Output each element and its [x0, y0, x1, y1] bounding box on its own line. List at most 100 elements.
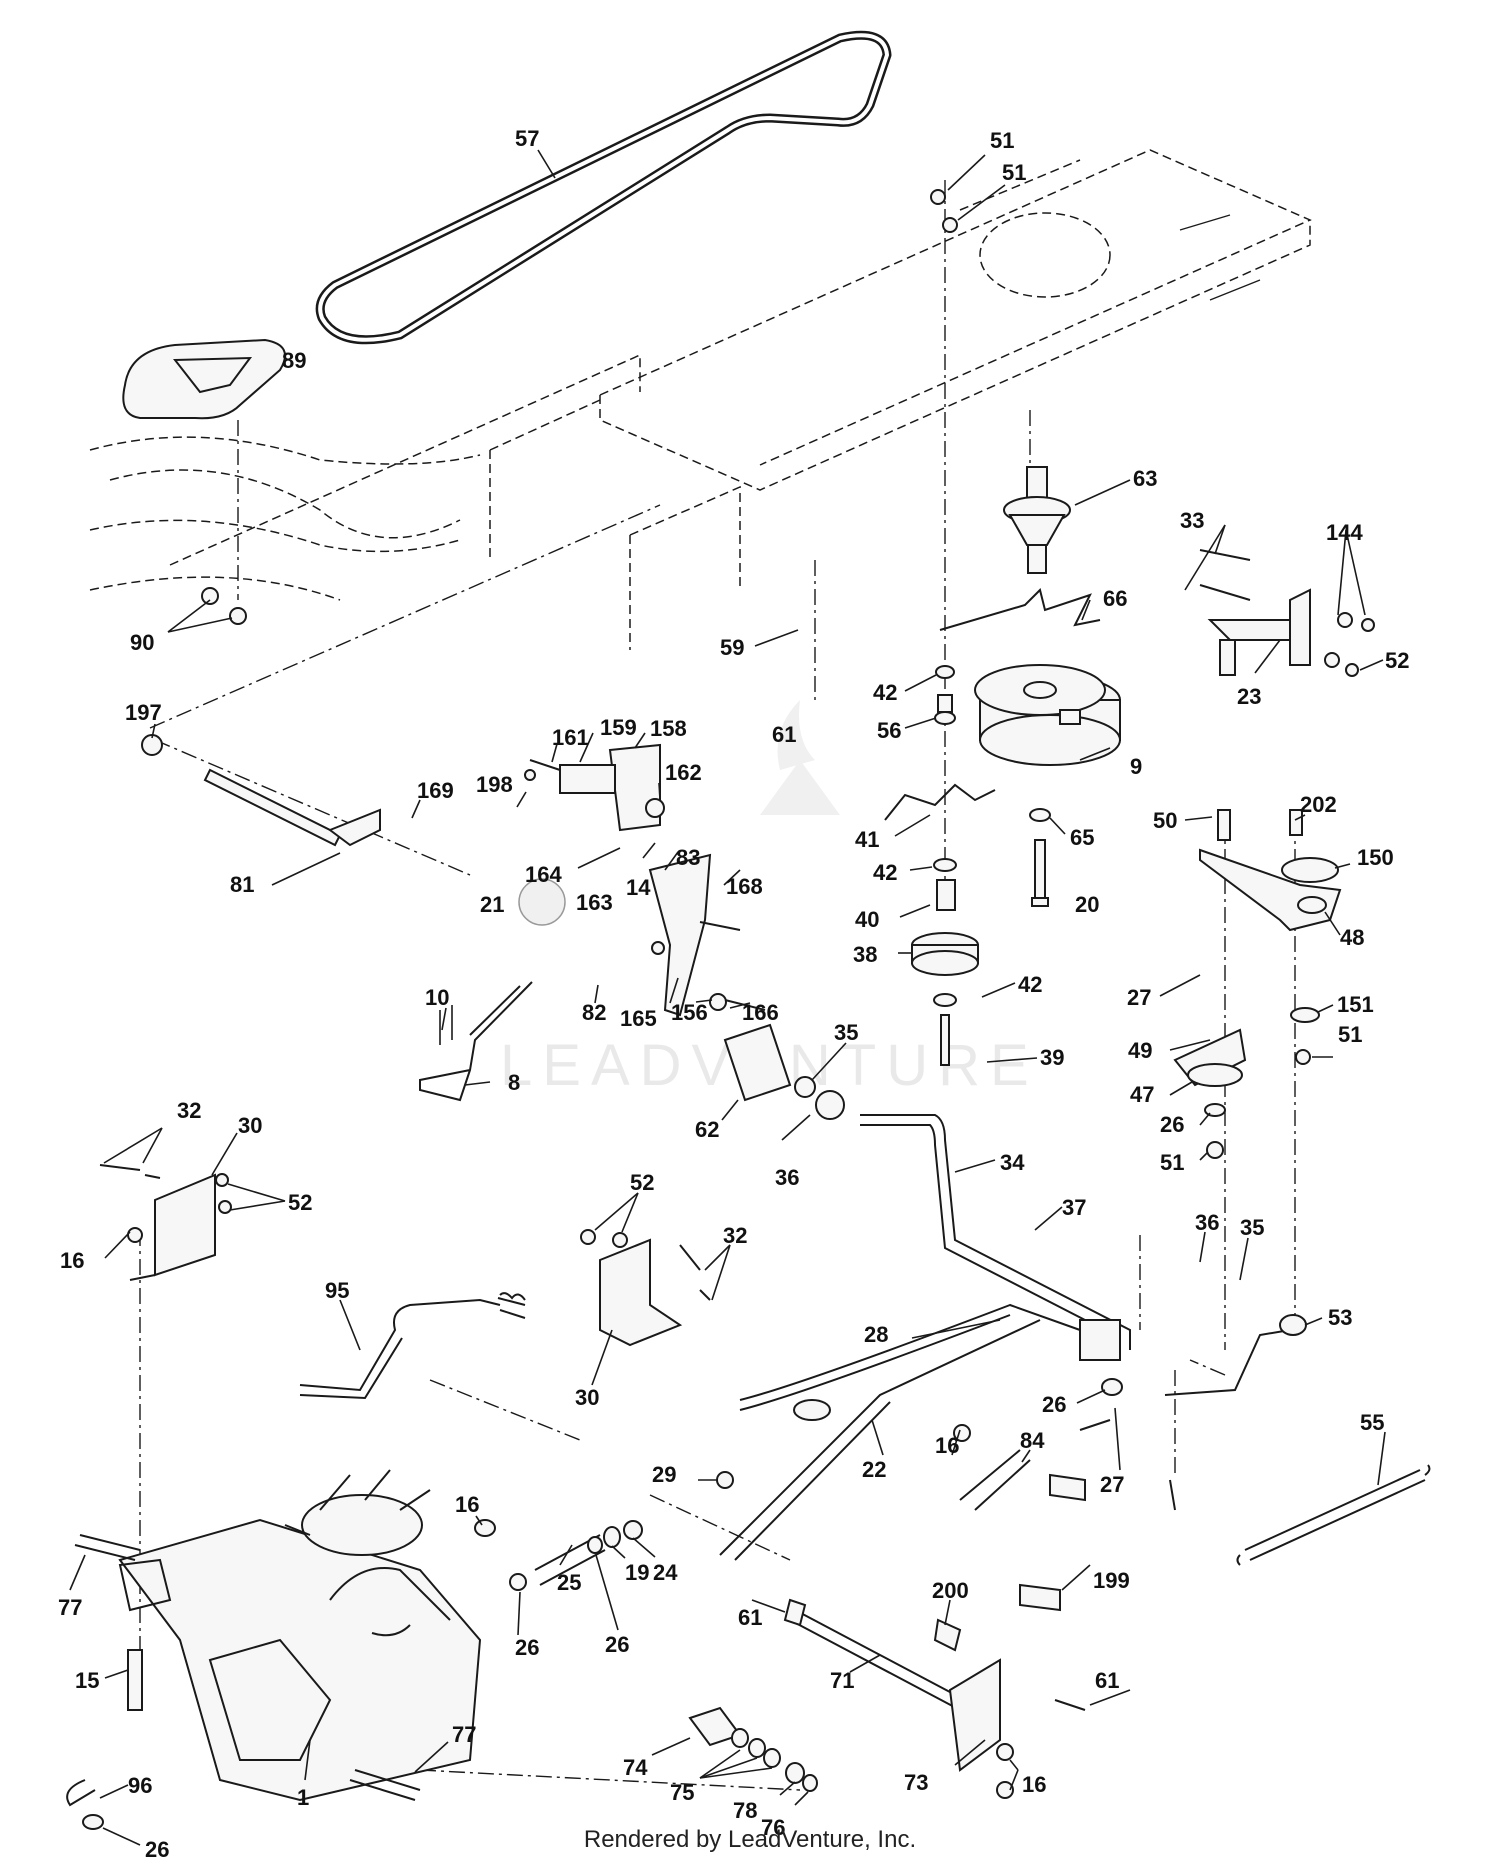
bracket-23	[1199, 549, 1375, 677]
label-61: 61	[1095, 1668, 1119, 1693]
label-22: 22	[862, 1457, 886, 1482]
label-42: 42	[873, 860, 897, 885]
label-16: 16	[455, 1492, 479, 1517]
bracket-48	[1199, 809, 1342, 1065]
label-81: 81	[230, 872, 254, 897]
pins-27-bottom	[1079, 1378, 1176, 1511]
label-199: 199	[1093, 1568, 1130, 1593]
label-50: 50	[1153, 808, 1177, 833]
label-75: 75	[670, 1780, 694, 1805]
label-20: 20	[1075, 892, 1099, 917]
label-26: 26	[1042, 1392, 1066, 1417]
label-76: 76	[761, 1815, 785, 1840]
label-57: 57	[515, 126, 539, 151]
bracket-30-mid	[580, 1229, 711, 1347]
label-90: 90	[130, 630, 154, 655]
label-52: 52	[288, 1190, 312, 1215]
label-52: 52	[630, 1170, 654, 1195]
label-24: 24	[653, 1560, 678, 1585]
label-161: 161	[552, 725, 589, 750]
knob-21	[518, 878, 566, 926]
label-158: 158	[650, 716, 687, 741]
rod-81	[141, 734, 381, 847]
label-14: 14	[626, 875, 651, 900]
label-144: 144	[1326, 520, 1363, 545]
seat-bracket-89	[122, 338, 286, 600]
footer-credit: Rendered by LeadVenture, Inc.	[583, 1826, 917, 1853]
label-1: 1	[297, 1785, 309, 1810]
label-59: 59	[720, 635, 744, 660]
label-29: 29	[652, 1462, 676, 1487]
label-200: 200	[932, 1578, 969, 1603]
pivot-rod-34	[723, 1023, 1131, 1361]
label-96: 96	[128, 1773, 152, 1798]
label-51: 51	[990, 128, 1014, 153]
label-32: 32	[723, 1223, 747, 1248]
transaxle-1	[74, 1469, 482, 1802]
label-30: 30	[575, 1385, 599, 1410]
label-89: 89	[282, 348, 306, 373]
label-202: 202	[1300, 792, 1337, 817]
label-84: 84	[1020, 1428, 1045, 1453]
label-77: 77	[58, 1595, 82, 1620]
label-95: 95	[325, 1278, 349, 1303]
label-49: 49	[1128, 1038, 1152, 1063]
label-48: 48	[1340, 925, 1364, 950]
label-63: 63	[1133, 466, 1157, 491]
label-42: 42	[1018, 972, 1042, 997]
label-30: 30	[238, 1113, 262, 1138]
tractor-frame	[89, 149, 1312, 650]
label-36: 36	[775, 1165, 799, 1190]
label-23: 23	[1237, 684, 1261, 709]
label-21: 21	[480, 892, 504, 917]
label-10: 10	[425, 985, 449, 1010]
label-83: 83	[676, 845, 700, 870]
label-56: 56	[877, 718, 901, 743]
label-27: 27	[1127, 985, 1151, 1010]
label-164: 164	[525, 862, 562, 887]
label-197: 197	[125, 700, 162, 725]
label-42: 42	[873, 680, 897, 705]
spring-25-washers	[474, 1519, 643, 1591]
label-78: 78	[733, 1798, 757, 1823]
label-35: 35	[1240, 1215, 1264, 1240]
label-66: 66	[1103, 586, 1127, 611]
label-28: 28	[864, 1322, 888, 1347]
bushings-74-78	[688, 1706, 818, 1792]
label-26: 26	[1160, 1112, 1184, 1137]
washer-65-bolt-20	[1029, 808, 1051, 907]
idler-arm-71	[783, 1598, 1086, 1799]
leader-lines	[69, 149, 1386, 1846]
label-16: 16	[60, 1248, 84, 1273]
links-28-22	[716, 1303, 1081, 1561]
label-198: 198	[476, 772, 513, 797]
label-62: 62	[695, 1117, 719, 1142]
pin-96-washer-26	[66, 1779, 104, 1830]
spindle-63	[1003, 466, 1071, 574]
label-36: 36	[1195, 1210, 1219, 1235]
label-32: 32	[177, 1098, 201, 1123]
spring-41	[884, 783, 996, 821]
label-41: 41	[855, 827, 879, 852]
label-47: 47	[1130, 1082, 1154, 1107]
idler-arm-bracket-158	[524, 743, 665, 832]
label-150: 150	[1357, 845, 1394, 870]
label-40: 40	[855, 907, 879, 932]
label-51: 51	[1160, 1150, 1184, 1175]
label-169: 169	[417, 778, 454, 803]
label-38: 38	[853, 942, 877, 967]
label-25: 25	[557, 1570, 581, 1595]
label-16: 16	[1022, 1772, 1046, 1797]
bracket-83-165	[648, 853, 766, 1017]
label-55: 55	[1360, 1410, 1384, 1435]
label-74: 74	[623, 1755, 648, 1780]
label-33: 33	[1180, 508, 1204, 533]
nuts-90	[201, 587, 247, 625]
label-82: 82	[582, 1000, 606, 1025]
label-9: 9	[1130, 754, 1142, 779]
spring-rod-66	[939, 588, 1101, 631]
label-26: 26	[515, 1635, 539, 1660]
drive-belt	[315, 30, 892, 345]
label-166: 166	[742, 1000, 779, 1025]
